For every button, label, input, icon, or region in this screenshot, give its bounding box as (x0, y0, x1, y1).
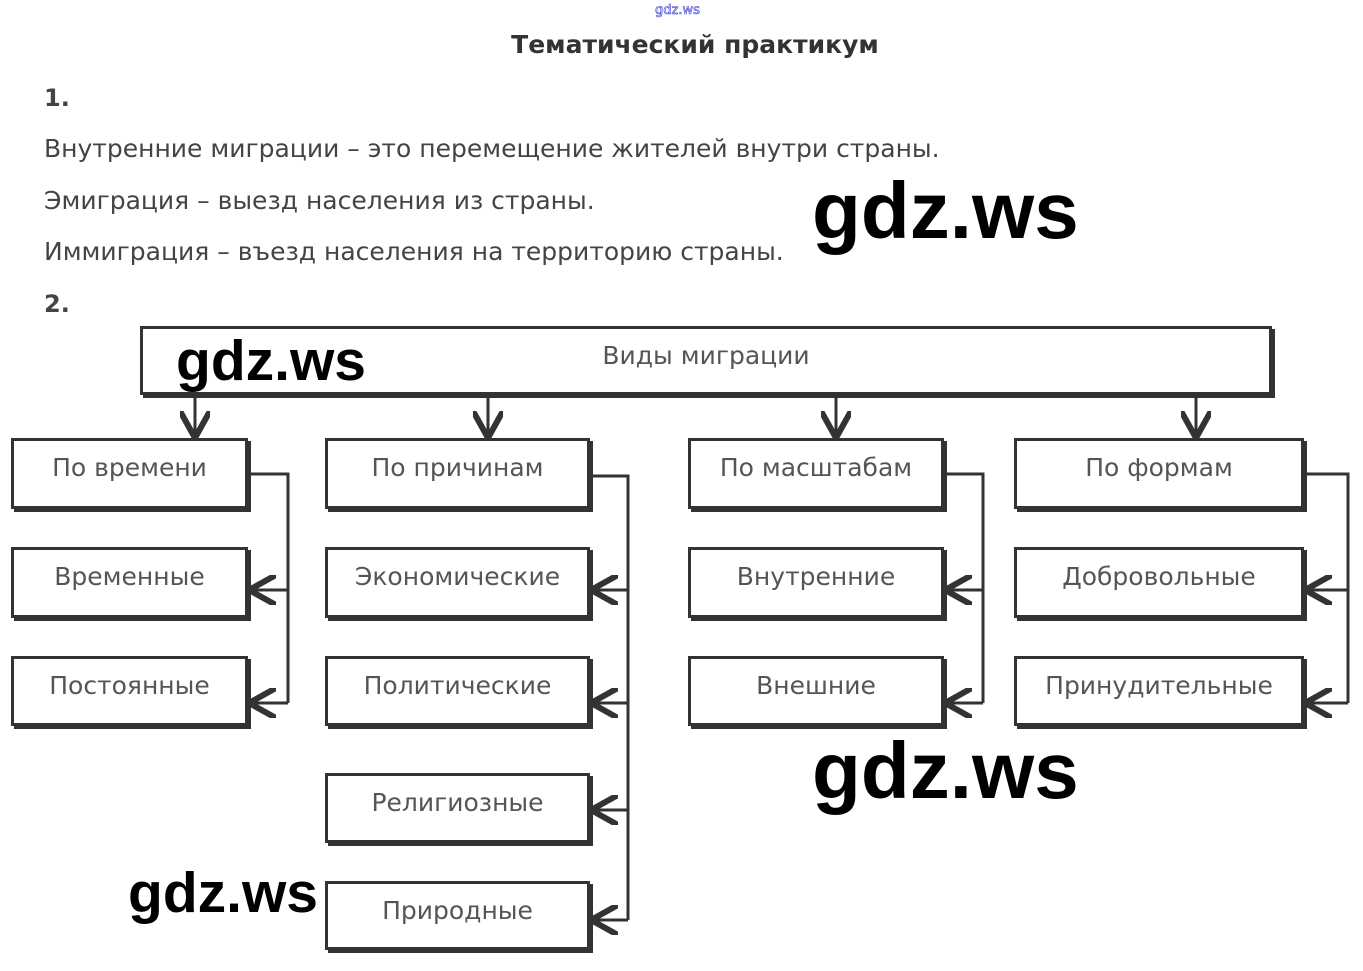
type-label: Постоянные (49, 671, 210, 700)
type-label: Политические (363, 671, 552, 700)
type-box: Принудительные (1014, 656, 1304, 726)
type-label: Добровольные (1062, 562, 1256, 591)
category-label: По причинам (371, 453, 544, 482)
type-label: Природные (382, 896, 533, 925)
type-label: Экономические (354, 562, 561, 591)
type-label: Временные (54, 562, 205, 591)
definition-line: Внутренние миграции – это перемещение жи… (44, 134, 940, 163)
source-watermark: gdz.ws (655, 3, 700, 19)
section-1-number: 1. (44, 84, 70, 112)
type-label: Принудительные (1045, 671, 1273, 700)
root-label: Виды миграции (602, 341, 810, 370)
type-box: Религиозные (325, 773, 590, 843)
watermark: gdz.ws (812, 726, 1079, 815)
type-box: Добровольные (1014, 547, 1304, 618)
type-box: Временные (11, 547, 248, 618)
watermark: gdz.ws (812, 166, 1079, 255)
category-box: По формам (1014, 438, 1304, 509)
type-box: Внешние (688, 656, 944, 726)
category-label: По времени (52, 453, 207, 482)
category-label: По масштабам (719, 453, 913, 482)
type-box: Внутренние (688, 547, 944, 618)
category-box: По масштабам (688, 438, 944, 509)
category-box: По времени (11, 438, 248, 509)
type-label: Внешние (756, 671, 876, 700)
definition-line: Эмиграция – выезд населения из страны. (44, 186, 595, 215)
category-box: По причинам (325, 438, 590, 509)
page-title: Тематический практикум (511, 30, 879, 59)
type-label: Внутренние (736, 562, 896, 591)
category-label: По формам (1085, 453, 1233, 482)
watermark: gdz.ws (176, 329, 367, 393)
definition-line: Иммиграция – въезд населения на территор… (44, 237, 784, 266)
watermark: gdz.ws (128, 861, 319, 925)
type-label: Религиозные (371, 788, 544, 817)
root-box: Виды миграции (140, 326, 1272, 395)
section-2-number: 2. (44, 290, 70, 318)
type-box: Природные (325, 881, 590, 950)
type-box: Экономические (325, 547, 590, 618)
type-box: Политические (325, 656, 590, 726)
type-box: Постоянные (11, 656, 248, 726)
